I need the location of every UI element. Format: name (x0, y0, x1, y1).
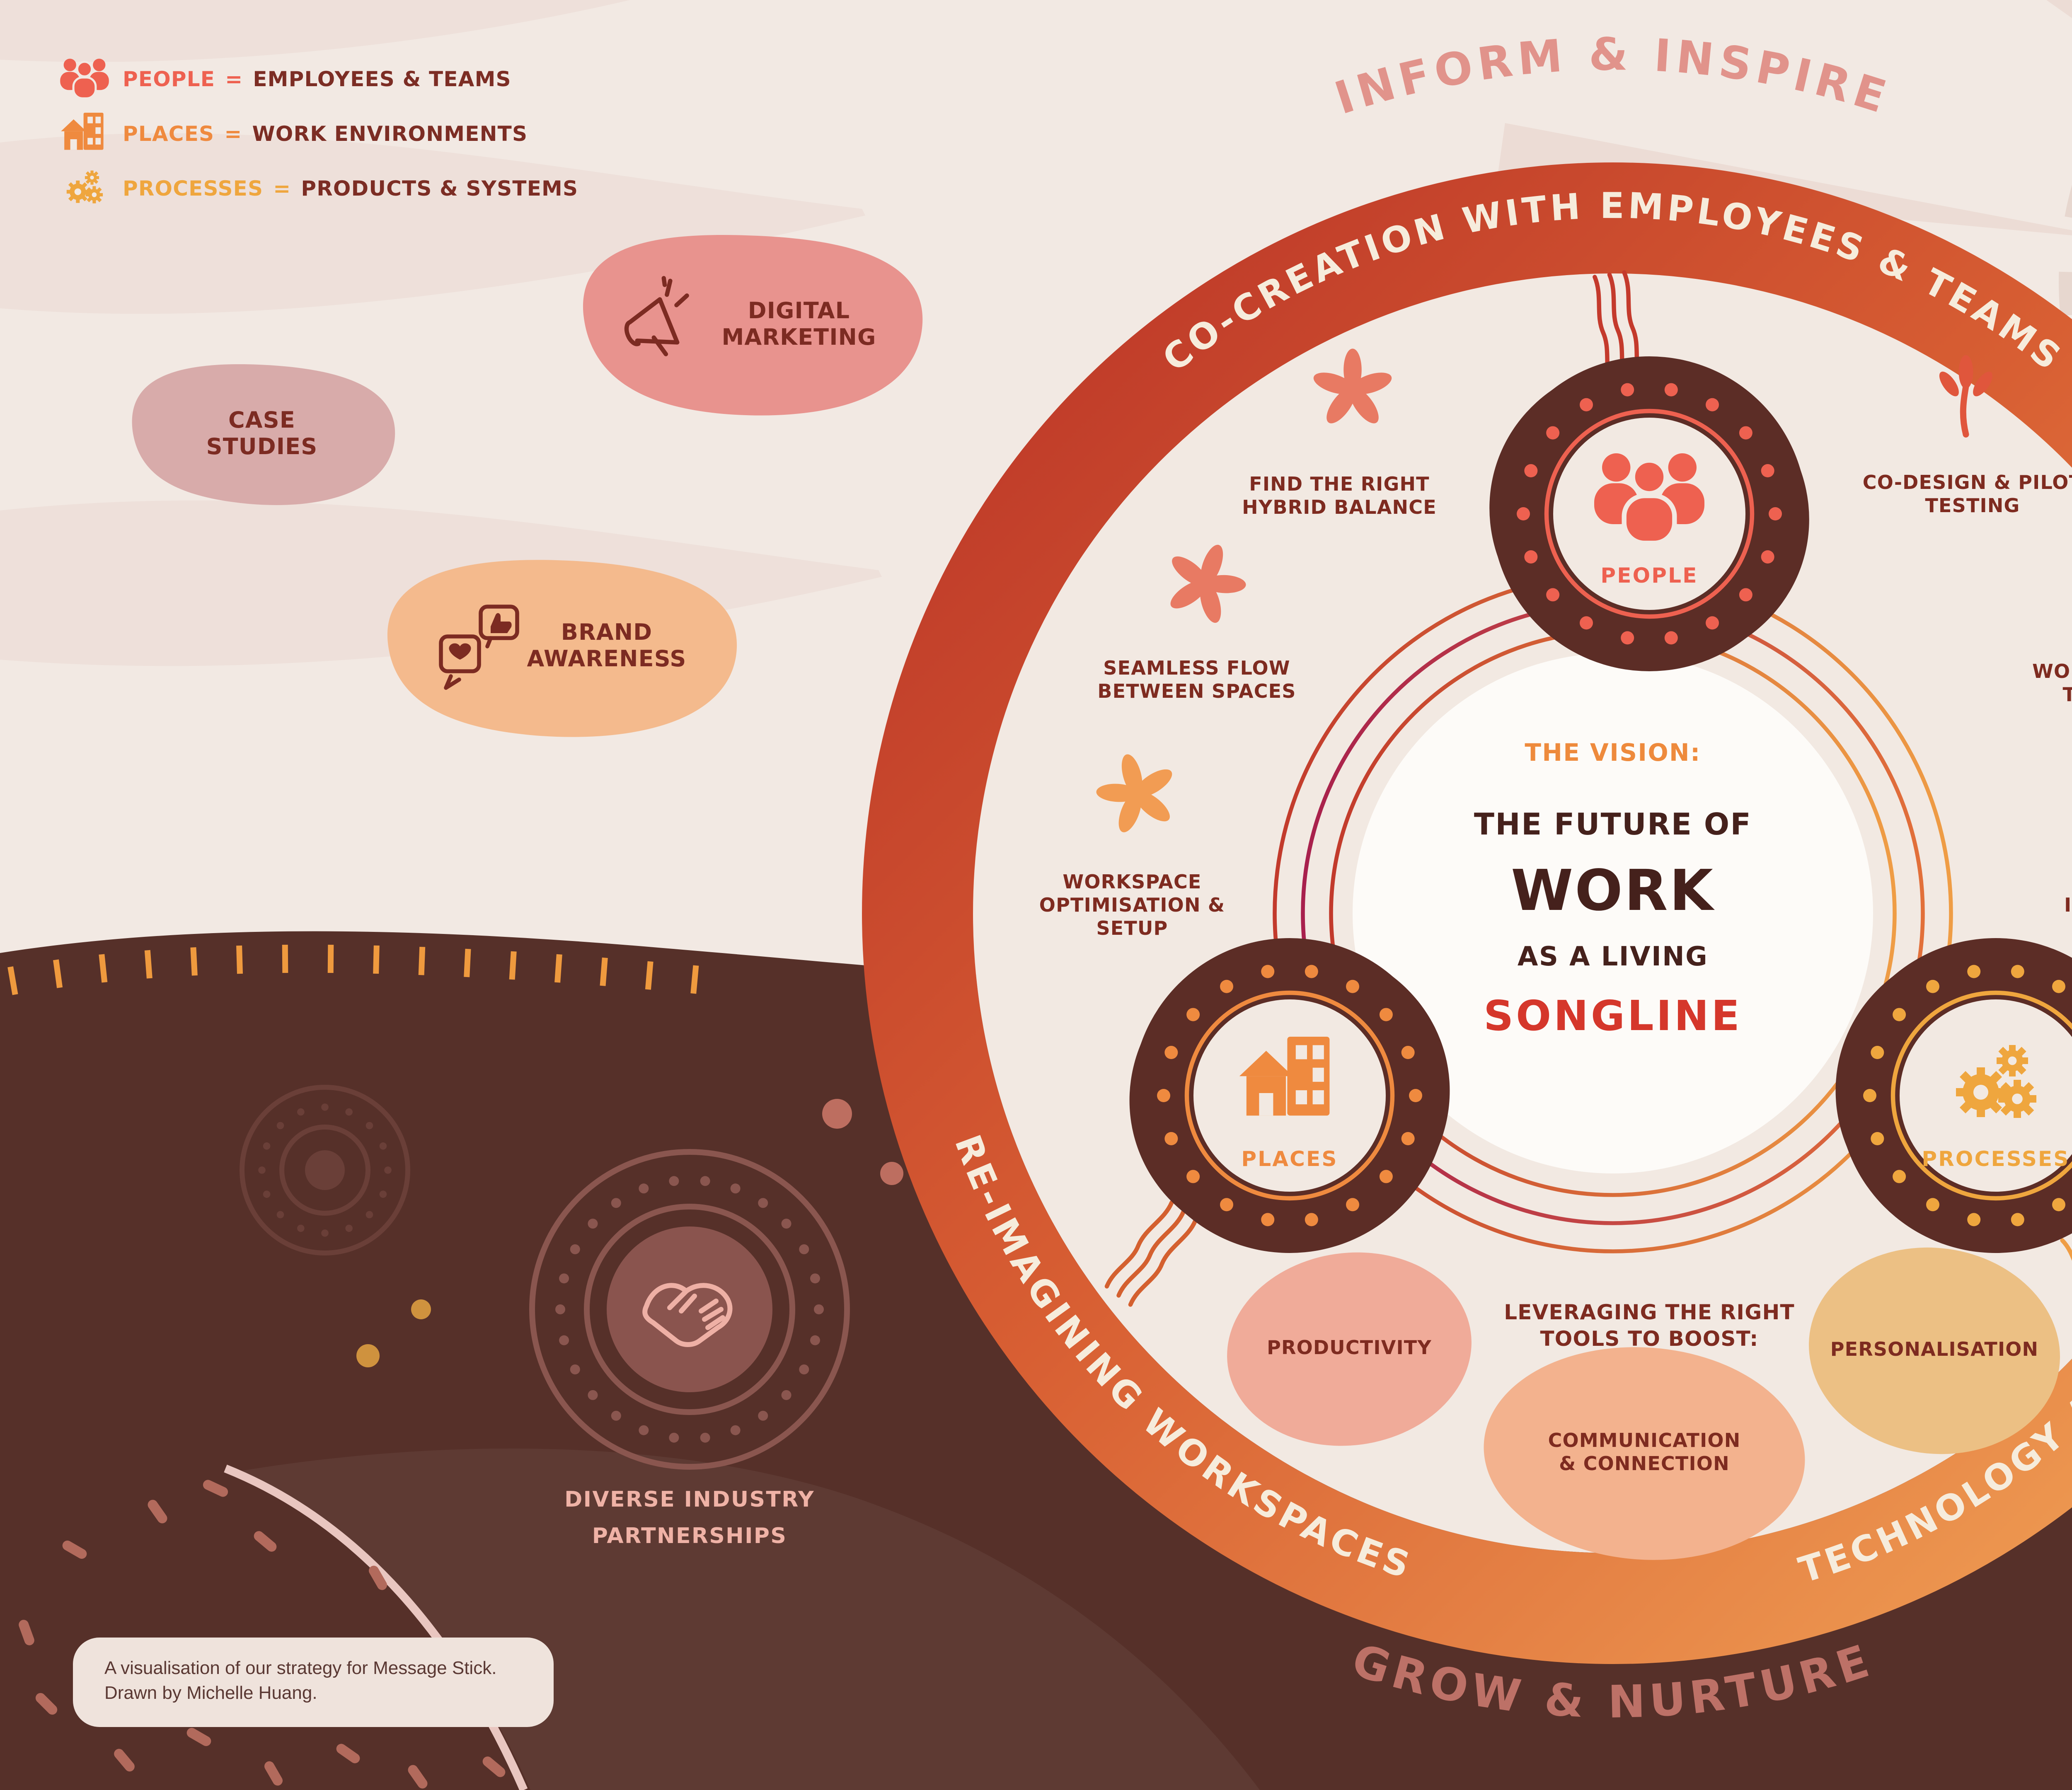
legend-row-processes: PROCESSES = PRODUCTS & SYSTEMS (60, 162, 578, 212)
node-places-dots (1157, 965, 1422, 1226)
people-icon (1594, 453, 1704, 546)
item-ict-technical: ADDITIONALICT & TECHNICALSERVICE (2064, 893, 2072, 917)
connector-right (2060, 1238, 2072, 1335)
blob-communication-label: COMMUNICATION& CONNECTION (1548, 1429, 1741, 1475)
node-processes (1835, 938, 2072, 1253)
vision-line2: WORK (1511, 859, 1715, 925)
blob-productivity-label: PRODUCTIVITY (1267, 1336, 1432, 1359)
legend-row-places: PLACES = WORK ENVIRONMENTS (60, 108, 528, 157)
legend-eq: = (225, 65, 243, 90)
node-people-dots (1517, 383, 1782, 645)
caption-line: A visualisation of our strategy for Mess… (104, 1659, 497, 1679)
vision-line4: SONGLINE (1484, 992, 1742, 1040)
legend-name: PEOPLE (123, 65, 215, 90)
caption-line: Drawn by Michelle Huang. (104, 1684, 317, 1704)
gears-icon (66, 170, 103, 203)
vision-kicker: THE VISION: (1525, 741, 1701, 767)
legend-name: PROCESSES (123, 175, 264, 200)
like-heart-chat-icon (439, 605, 519, 690)
node-people (1489, 356, 1809, 671)
node-places-label: PLACES (1241, 1146, 1338, 1171)
land-motif-left-dots (258, 1103, 392, 1237)
tool-blobs (1227, 1247, 2060, 1560)
people-icon (60, 58, 109, 99)
dash-cluster-bottom-left (19, 1480, 506, 1789)
vision-circle (1353, 653, 1873, 1173)
gears-icon (1956, 1045, 2036, 1118)
legend-eq: = (273, 175, 291, 200)
node-people-label: PEOPLE (1600, 563, 1698, 588)
blob-personalisation-label: PERSONALISATION (1830, 1338, 2039, 1361)
accent-dots (356, 1099, 903, 1367)
legend-definition: EMPLOYEES & TEAMS (253, 65, 511, 90)
diverse-partnerships-motif (529, 1149, 850, 1470)
building-icon (1239, 1037, 1330, 1116)
flower-icon (1313, 348, 1392, 423)
legend-row-people: PEOPLE = EMPLOYEES & TEAMS (60, 53, 511, 103)
node-places (1129, 938, 1450, 1253)
node-processes-dots (1863, 965, 2065, 1226)
vision-line1: THE FUTURE OF (1474, 808, 1752, 843)
legend-definition: PRODUCTS & SYSTEMS (301, 175, 579, 200)
megaphone-icon (624, 276, 689, 356)
flower-icon (1170, 544, 1246, 623)
flower-icon (1096, 754, 1172, 832)
legend-eq: = (224, 120, 242, 145)
sprig-icon (1939, 355, 1993, 438)
handshake-icon (642, 1283, 733, 1347)
diverse-motif-dots (555, 1176, 824, 1443)
building-icon (61, 113, 104, 150)
connector-left (1104, 1200, 1198, 1307)
bubble-brand-awareness-shape (387, 560, 737, 737)
vision-line3: AS A LIVING (1517, 941, 1709, 972)
item-workshops-training: WORKSHOPS &TRAINING (2032, 660, 2072, 706)
main-ring (862, 162, 2072, 1664)
legend-name: PLACES (123, 120, 215, 145)
bubble-digital-marketing-shape (583, 235, 923, 416)
caption-box: A visualisation of our strategy for Mess… (73, 1638, 554, 1727)
legend-definition: WORK ENVIRONMENTS (252, 120, 528, 145)
node-processes-label: PROCESSES (1922, 1146, 2070, 1171)
land-motif-left (240, 1085, 410, 1255)
bubble-case-studies-shape (132, 364, 395, 505)
